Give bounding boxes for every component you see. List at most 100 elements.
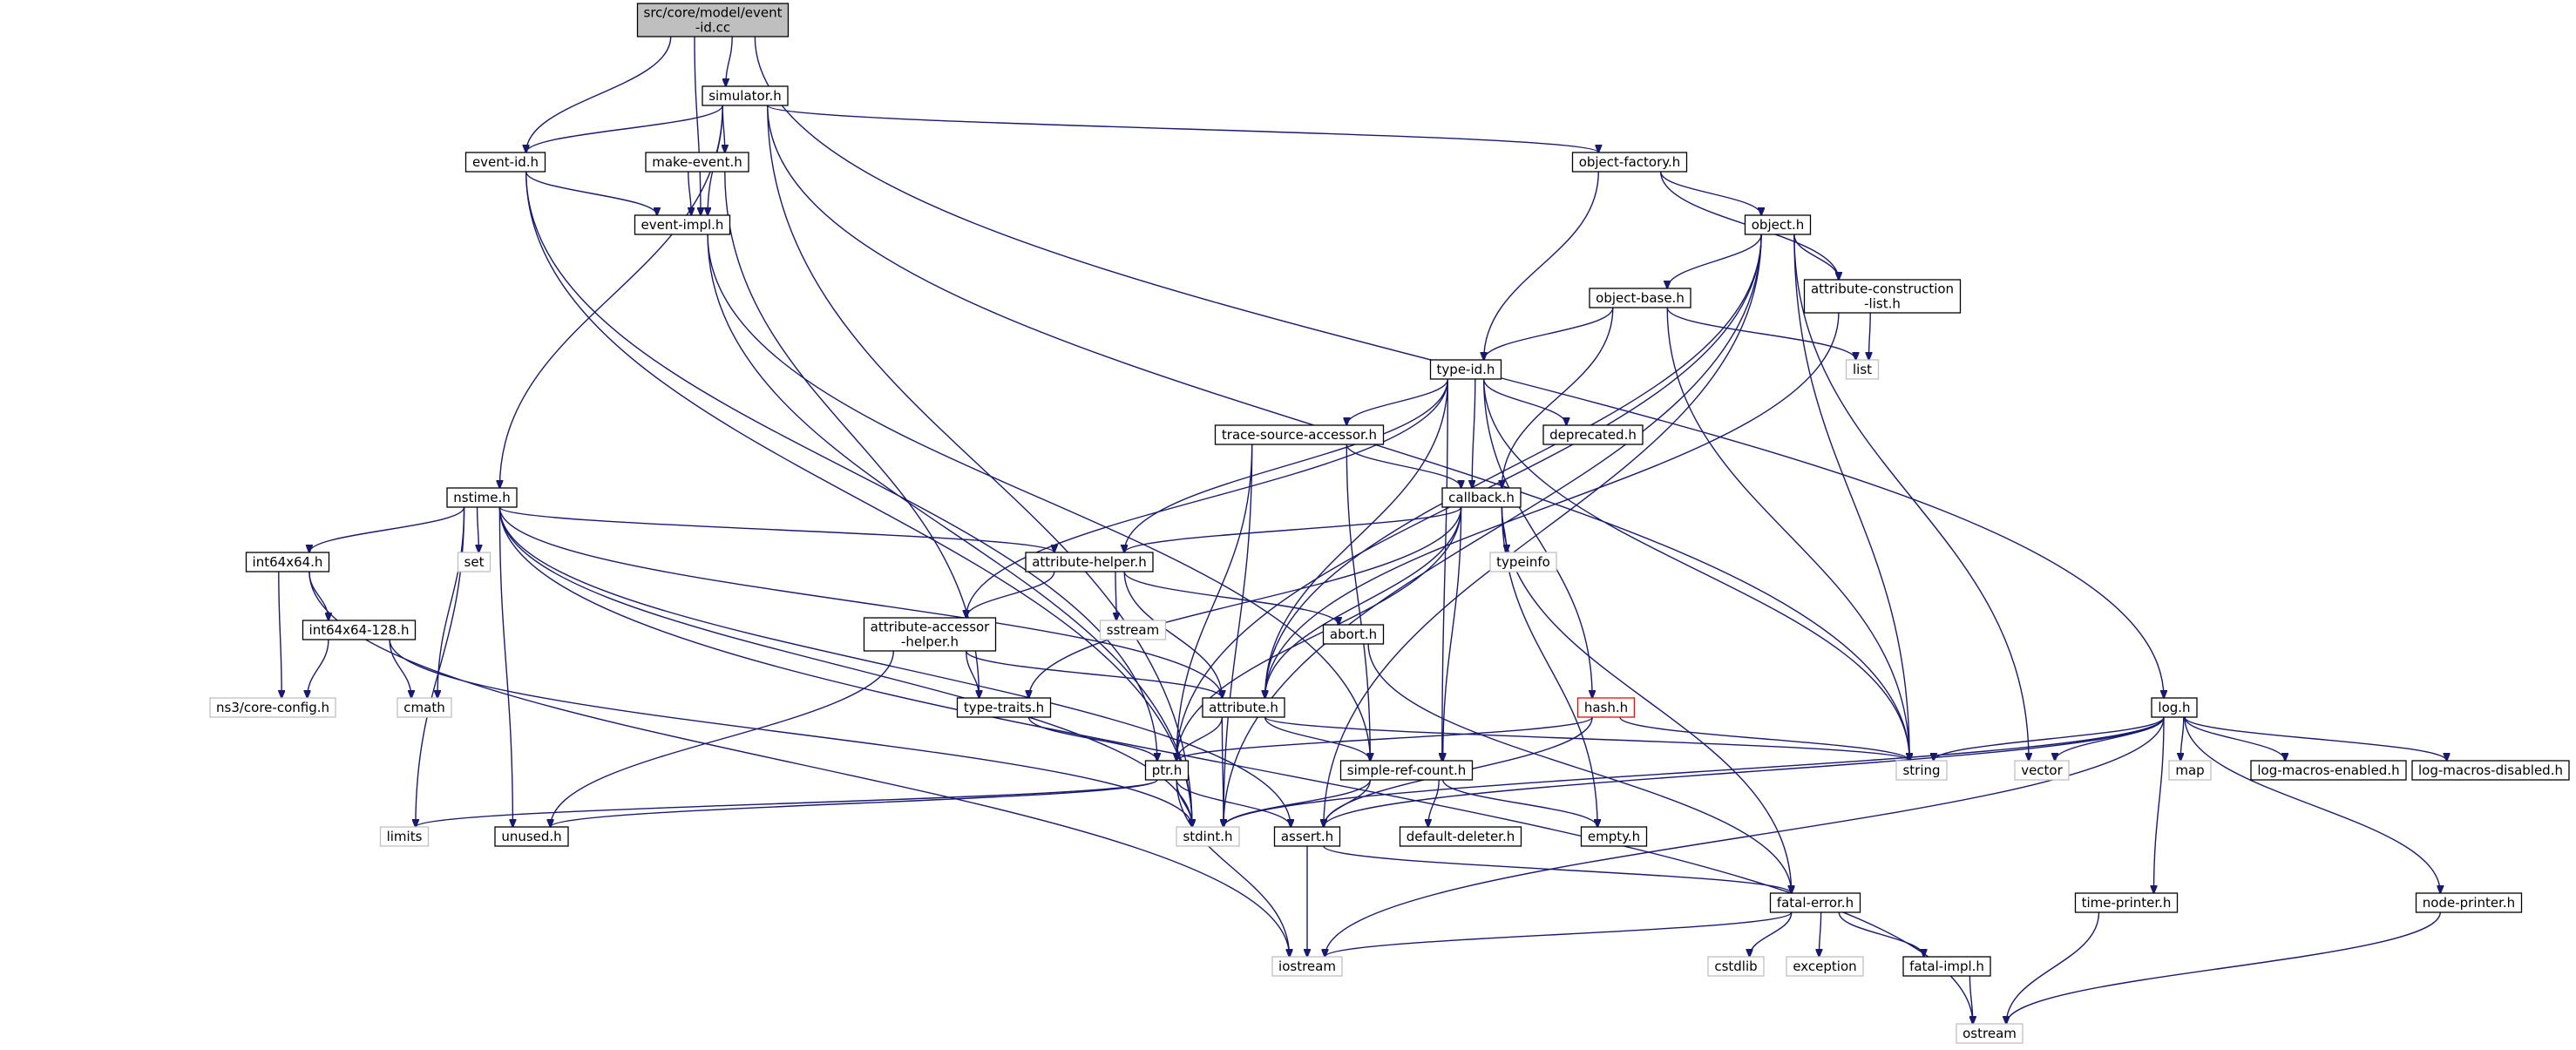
node-object-base[interactable]: object-base.h [1589, 288, 1691, 308]
edge-abort-to-fatal-error [1367, 643, 1792, 893]
edge-log-to-vector [2055, 716, 2165, 761]
edge-attr-helper-to-sstream [1115, 571, 1116, 620]
node-box [1744, 214, 1812, 235]
node-label: event-id.h [472, 154, 539, 170]
node-label: stdint.h [1183, 829, 1232, 844]
node-label: typeinfo [1496, 554, 1550, 570]
edge-simulator-to-event-id [526, 105, 723, 152]
edge-callback-to-simple-ref [1443, 506, 1462, 761]
node-label: callback.h [1448, 490, 1515, 505]
node-empty[interactable]: empty.h [1580, 826, 1648, 847]
node-box [702, 85, 789, 106]
edge-simple-ref-to-default-deleter [1428, 779, 1440, 827]
node-object[interactable]: object.h [1744, 214, 1812, 235]
node-time-printer[interactable]: time-printer.h [2074, 892, 2179, 913]
edge-callback-to-attr-helper [1124, 506, 1462, 552]
node-type-id[interactable]: type-id.h [1429, 359, 1502, 380]
node-root[interactable]: src/core/model/event-id.cc [636, 3, 790, 37]
node-make-event[interactable]: make-event.h [645, 152, 749, 173]
edge-attr-helper-to-attribute [1123, 571, 1222, 698]
node-label: -id.cc [695, 20, 730, 36]
node-box [397, 697, 452, 718]
node-attr-constr[interactable]: attribute-construction-list.h [1803, 279, 1962, 314]
node-nstime[interactable]: nstime.h [446, 487, 518, 508]
node-log-enabled[interactable]: log-macros-enabled.h [2250, 760, 2407, 781]
node-label: map [2175, 762, 2204, 778]
edge-event-id-to-event-impl [525, 171, 657, 215]
edge-object-to-attr-constr [1793, 234, 1839, 280]
edge-int64x64-128-to-cmath [389, 639, 411, 698]
node-sstream: sstream [1099, 620, 1167, 640]
node-default-deleter[interactable]: default-deleter.h [1399, 826, 1522, 847]
node-box [1339, 760, 1474, 781]
node-assert[interactable]: assert.h [1273, 826, 1341, 847]
edges-layer [278, 36, 2447, 1024]
node-hash[interactable]: hash.h [1576, 697, 1636, 718]
node-log[interactable]: log.h [2151, 697, 2198, 718]
node-box [1769, 892, 1861, 913]
node-deprecated[interactable]: deprecated.h [1542, 424, 1644, 445]
node-box [634, 214, 731, 235]
node-abort[interactable]: abort.h [1322, 624, 1385, 645]
node-label: unused.h [501, 829, 561, 844]
edge-attribute-to-string [1264, 716, 1910, 761]
node-node-printer[interactable]: node-printer.h [2415, 892, 2523, 913]
node-box [1589, 288, 1691, 308]
node-label: limits [387, 829, 423, 844]
node-callback[interactable]: callback.h [1441, 487, 1522, 508]
node-iostream: iostream [1271, 956, 1343, 977]
edge-ptr-to-unused [551, 779, 1158, 827]
node-fatal-impl[interactable]: fatal-impl.h [1902, 956, 1991, 977]
node-fatal-error[interactable]: fatal-error.h [1769, 892, 1861, 913]
node-label: int64x64-128.h [309, 622, 410, 638]
node-type-traits[interactable]: type-traits.h [956, 697, 1052, 718]
node-box [1571, 152, 1688, 173]
node-box [956, 697, 1052, 718]
node-unused[interactable]: unused.h [494, 826, 569, 847]
node-label: trace-source-accessor.h [1222, 427, 1377, 443]
node-label: vector [2021, 762, 2063, 778]
edge-object-factory-to-object [1660, 171, 1761, 215]
node-trace-src[interactable]: trace-source-accessor.h [1214, 424, 1385, 445]
node-box [1441, 487, 1522, 508]
node-label: deprecated.h [1549, 427, 1637, 443]
edge-fatal-error-to-exception [1819, 911, 1820, 957]
node-attribute[interactable]: attribute.h [1202, 697, 1285, 718]
node-log-disabled[interactable]: log-macros-disabled.h [2411, 760, 2570, 781]
node-box [1025, 552, 1154, 572]
node-set: set [457, 552, 491, 572]
node-ptr[interactable]: ptr.h [1144, 760, 1190, 781]
edge-object-base-to-callback [1502, 307, 1614, 488]
node-list: list [1845, 359, 1880, 380]
edge-fatal-error-to-fatal-impl [1838, 911, 1923, 957]
node-label: assert.h [1281, 829, 1333, 844]
node-box [1707, 956, 1765, 977]
edge-object-to-assert [1324, 234, 1762, 827]
edge-type-traits-to-ptr [1027, 716, 1157, 761]
edge-nstime-to-limits [416, 506, 465, 827]
node-attr-helper[interactable]: attribute-helper.h [1025, 552, 1154, 572]
node-simulator[interactable]: simulator.h [702, 85, 789, 106]
edge-attr-helper-to-attr-acc-helper [966, 571, 1055, 618]
node-label: abort.h [1330, 627, 1377, 642]
edge-log-to-iostream [1325, 716, 2165, 957]
node-event-impl[interactable]: event-impl.h [634, 214, 731, 235]
edge-log-to-node-printer [2184, 716, 2440, 893]
edge-trace-src-to-callback [1346, 444, 1461, 488]
edge-nstime-to-attribute [498, 506, 1222, 698]
node-object-factory[interactable]: object-factory.h [1571, 152, 1688, 173]
edge-callback-to-attribute [1265, 506, 1462, 698]
node-box [2415, 892, 2523, 913]
node-box [863, 617, 997, 652]
node-box [1580, 826, 1648, 847]
node-int64x64[interactable]: int64x64.h [245, 552, 330, 572]
node-event-id[interactable]: event-id.h [464, 152, 546, 173]
edge-attribute-to-ptr [1176, 716, 1224, 761]
edge-ptr-to-assert [1176, 779, 1291, 827]
node-box [1429, 359, 1502, 380]
node-label: default-deleter.h [1407, 829, 1515, 844]
node-simple-ref[interactable]: simple-ref-count.h [1339, 760, 1474, 781]
edge-attribute-to-simple-ref [1264, 716, 1371, 761]
node-int64x64-128[interactable]: int64x64-128.h [302, 620, 417, 640]
node-attr-acc-helper[interactable]: attribute-accessor-helper.h [863, 617, 997, 652]
